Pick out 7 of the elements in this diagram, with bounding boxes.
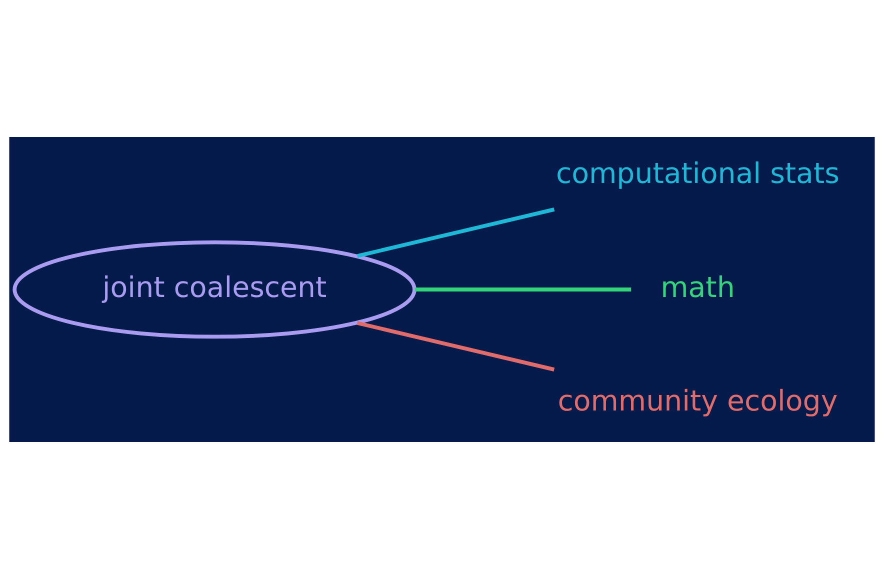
connector	[415, 288, 632, 292]
node-text: community ecology	[558, 384, 838, 418]
node-text: math	[660, 270, 735, 304]
node-ellipse: joint coalescent	[12, 240, 416, 339]
node-text: computational stats	[556, 157, 840, 190]
connector	[356, 208, 555, 258]
connector	[356, 321, 555, 372]
